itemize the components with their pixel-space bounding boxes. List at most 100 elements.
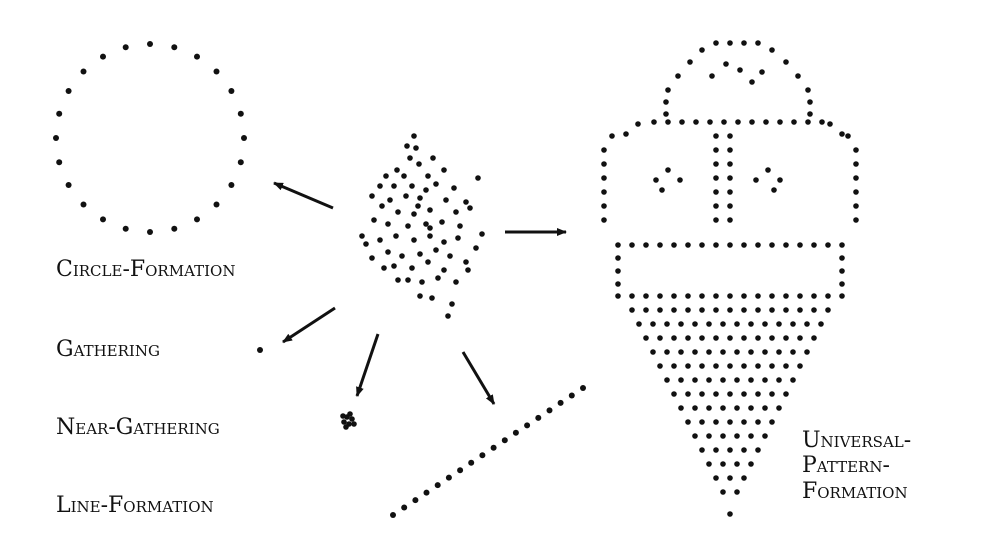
robot-dot (65, 88, 72, 94)
robot-dot (807, 111, 813, 117)
robot-dot (664, 321, 670, 327)
robot-dot (727, 203, 733, 209)
transition-arrows (273, 181, 567, 405)
robot-dot (685, 293, 691, 299)
robot-dot (685, 335, 691, 341)
robot-dot (853, 147, 859, 153)
robot-dot (687, 59, 693, 65)
robot-dot (699, 419, 705, 425)
robot-dot (720, 433, 726, 439)
robot-dot (433, 247, 439, 253)
robot-dot (457, 223, 463, 229)
robot-dot (825, 293, 831, 299)
robot-dot (405, 277, 411, 283)
transition-arrow (355, 333, 380, 397)
robot-dot (709, 73, 715, 79)
robot-dot (663, 99, 669, 105)
robot-dot (741, 447, 747, 453)
robot-dot (643, 293, 649, 299)
robot-dot (811, 242, 817, 248)
robot-dot (369, 255, 375, 261)
robot-dot (359, 233, 365, 239)
robot-dot (391, 263, 397, 269)
robot-dot (423, 489, 430, 496)
robot-dot (727, 175, 733, 181)
robot-dot (741, 419, 747, 425)
robot-dot (237, 110, 244, 117)
robot-dot (811, 335, 817, 341)
robot-dot (777, 119, 783, 125)
robot-dot (412, 497, 419, 504)
robot-dot (713, 40, 719, 46)
robot-dot (417, 195, 423, 201)
robot-dot (699, 363, 705, 369)
robot-dot (790, 321, 796, 327)
robot-dot (692, 433, 698, 439)
robot-dot (443, 197, 449, 203)
robot-dot (409, 183, 415, 189)
robot-dot (664, 349, 670, 355)
robot-dot (213, 201, 220, 208)
robot-dot (601, 175, 607, 181)
robot-dot (755, 293, 761, 299)
robot-dot (776, 321, 782, 327)
gathering-label: Gathering (56, 337, 160, 362)
robot-dot (853, 203, 859, 209)
robot-dot (811, 293, 817, 299)
robot-dot (713, 203, 719, 209)
robot-dot (765, 167, 771, 173)
robot-dot (463, 199, 469, 205)
robot-dot (601, 189, 607, 195)
robot-dot (769, 363, 775, 369)
robot-dot (692, 405, 698, 411)
robot-dot (699, 391, 705, 397)
robot-dot (737, 67, 743, 73)
robot-dot (706, 349, 712, 355)
robot-dot (853, 189, 859, 195)
robot-dot (379, 203, 385, 209)
robot-dot (171, 225, 178, 232)
robot-dot (465, 267, 471, 273)
robot-dot (748, 433, 754, 439)
robot-dot (755, 391, 761, 397)
robot-dot (748, 377, 754, 383)
robot-dot (657, 335, 663, 341)
robot-dot (699, 307, 705, 313)
robot-dot (194, 53, 200, 60)
robot-dot (755, 242, 761, 248)
robot-dot (601, 161, 607, 167)
robot-dot (671, 363, 677, 369)
robot-dot (53, 135, 59, 141)
robot-dot (791, 119, 797, 125)
robot-dot (713, 307, 719, 313)
robot-dot (699, 47, 705, 53)
robot-dot (643, 307, 649, 313)
robot-dot (713, 293, 719, 299)
robot-dot (748, 461, 754, 467)
robot-dot (678, 349, 684, 355)
robot-dot (416, 161, 422, 167)
robot-dot (853, 161, 859, 167)
robot-dot (479, 231, 485, 237)
robot-dot (759, 69, 765, 75)
robot-dot (762, 433, 768, 439)
robot-dot (671, 307, 677, 313)
robot-dot (769, 293, 775, 299)
robot-dot (393, 233, 399, 239)
robot-dot (349, 416, 355, 422)
robot-dot (727, 217, 733, 223)
robot-dot (415, 203, 421, 209)
robot-dot (783, 242, 789, 248)
robot-dot (762, 377, 768, 383)
robot-dot (228, 88, 235, 94)
robot-dot (650, 321, 656, 327)
robot-dot (664, 377, 670, 383)
robot-dot (441, 167, 447, 173)
robot-dot (377, 237, 383, 243)
robot-dot (665, 167, 671, 173)
robot-dot (727, 161, 733, 167)
robot-dot (720, 349, 726, 355)
robot-dot (685, 363, 691, 369)
robot-dot (692, 349, 698, 355)
robot-dot (685, 391, 691, 397)
